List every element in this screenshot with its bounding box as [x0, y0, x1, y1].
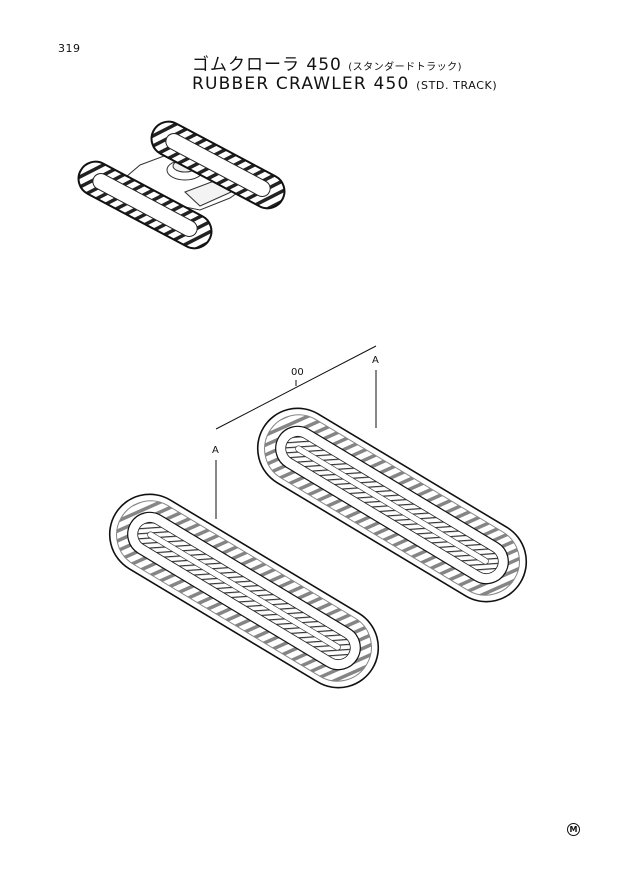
title-japanese: ゴムクローラ 450 (スタンダードトラック) — [192, 50, 462, 75]
undercarriage-thumbnail — [77, 120, 286, 250]
title-jp-main: ゴムクローラ 450 — [192, 55, 342, 75]
title-en-subtitle: (STD. TRACK) — [416, 79, 498, 92]
crawler-track-thumbnail-right — [150, 120, 286, 210]
rubber-crawler-left — [108, 493, 380, 689]
title-en-main: RUBBER CRAWLER 450 — [192, 74, 410, 94]
title-english: RUBBER CRAWLER 450 (STD. TRACK) — [192, 74, 497, 94]
callout-assembly: 00 — [291, 367, 304, 378]
callout-leaders — [215, 345, 377, 519]
leader-assembly-bracket — [215, 345, 377, 430]
callout-part-a-right: A — [372, 355, 379, 366]
crawler-track-thumbnail-left — [77, 160, 213, 250]
rubber-crawler-right — [256, 407, 528, 603]
title-jp-subtitle: (スタンダードトラック) — [348, 62, 463, 73]
corner-mark-m: M — [567, 823, 580, 836]
callout-part-a-left: A — [212, 445, 219, 456]
page-number: 319 — [58, 42, 81, 55]
